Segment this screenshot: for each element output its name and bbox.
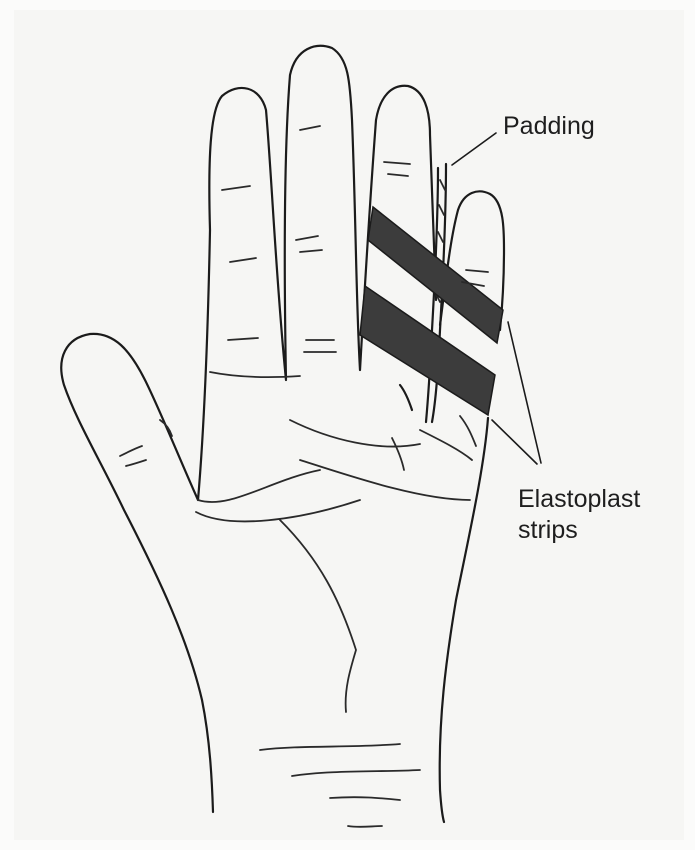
ring-finger-lower-edge: [400, 385, 412, 410]
wrist-creases: [260, 744, 420, 827]
palm-right-edge: [440, 418, 488, 822]
padding-label: Padding: [503, 111, 595, 142]
thumb-creases: [120, 420, 172, 466]
hand-outline: [61, 46, 436, 812]
strips-leader-line-lower: [492, 420, 537, 464]
palm-creases: [196, 372, 476, 712]
elastoplast-strips-label-line2: strips: [518, 515, 640, 546]
strips-leader-line-upper: [508, 322, 541, 463]
elastoplast-strips-label-line1: Elastoplast: [518, 484, 640, 515]
elastoplast-strips-label: Elastoplast strips: [518, 484, 640, 546]
padding-leader-line: [452, 133, 496, 165]
